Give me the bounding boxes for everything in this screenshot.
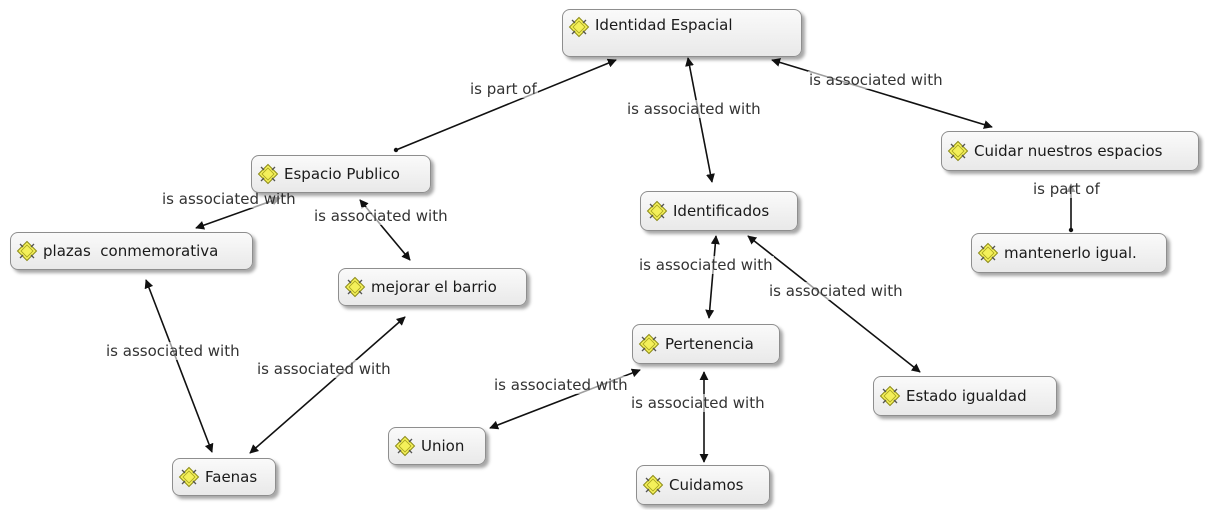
concept-node-cuidamos[interactable]: Cuidamos	[636, 465, 770, 505]
concept-node-pertenencia[interactable]: Pertenencia	[632, 324, 780, 364]
concept-label: mantenerlo igual.	[1004, 244, 1137, 262]
link-label-identidad-espacio: is part of	[469, 80, 538, 98]
concept-label: mejorar el barrio	[371, 278, 497, 296]
concept-node-identificados[interactable]: Identificados	[640, 191, 798, 231]
concept-label: Pertenencia	[665, 335, 754, 353]
concept-label: Union	[421, 437, 465, 455]
link-label-espacio-plazas: is associated with	[161, 190, 297, 208]
concept-label: Identidad Espacial	[595, 16, 733, 34]
concept-node-estado-igualdad[interactable]: Estado igualdad	[873, 376, 1057, 416]
concept-node-icon	[16, 240, 38, 262]
link-label-plazas-faenas: is associated with	[105, 342, 241, 360]
concept-node-icon	[257, 163, 279, 185]
concept-node-espacio-publico[interactable]: Espacio Publico	[251, 155, 431, 193]
link-label-mejorar-faenas: is associated with	[256, 360, 392, 378]
concept-label: Espacio Publico	[284, 165, 400, 183]
concept-label: Cuidamos	[669, 476, 744, 494]
concept-label: Estado igualdad	[906, 387, 1027, 405]
concept-node-icon	[642, 474, 664, 496]
concept-node-faenas[interactable]: Faenas	[172, 458, 276, 496]
link-label-pertenencia-cuidamos: is associated with	[630, 394, 766, 412]
concept-node-icon	[344, 276, 366, 298]
link-mejorar-faenas	[249, 316, 406, 454]
link-origin-dot	[1068, 227, 1074, 233]
concept-node-icon	[394, 435, 416, 457]
link-identidad-identificados	[685, 57, 715, 183]
concept-node-icon	[568, 16, 590, 38]
link-label-pertenencia-union: is associated with	[493, 376, 629, 394]
concept-node-mantenerlo-igual[interactable]: mantenerlo igual.	[971, 233, 1167, 273]
concept-node-plazas-conmemorativa[interactable]: plazas conmemorativa	[10, 232, 253, 270]
link-plazas-faenas	[144, 279, 214, 453]
concept-node-icon	[879, 385, 901, 407]
link-identificados-pertenencia	[705, 235, 720, 319]
link-label-identidad-cuidar: is associated with	[808, 71, 944, 89]
concept-label: Faenas	[205, 468, 258, 486]
concept-node-cuidar-nuestros-espacios[interactable]: Cuidar nuestros espacios	[941, 131, 1199, 171]
concept-label: Identificados	[673, 202, 770, 220]
concept-node-icon	[178, 466, 200, 488]
concept-node-icon	[646, 200, 668, 222]
concept-node-identidad-espacial[interactable]: Identidad Espacial	[562, 9, 802, 57]
concept-label: Cuidar nuestros espacios	[974, 142, 1163, 160]
concept-node-union[interactable]: Union	[388, 427, 486, 465]
link-origin-dot	[393, 147, 399, 153]
concept-node-mejorar-el-barrio[interactable]: mejorar el barrio	[338, 268, 527, 306]
concept-node-icon	[947, 140, 969, 162]
concept-node-icon	[638, 333, 660, 355]
link-identificados-estado	[747, 235, 921, 373]
link-label-identidad-identificados: is associated with	[626, 100, 762, 118]
link-identidad-espacio	[395, 58, 617, 151]
link-label-identificados-estado: is associated with	[768, 282, 904, 300]
concept-node-icon	[977, 242, 999, 264]
link-label-identificados-pertenencia: is associated with	[638, 256, 774, 274]
link-label-espacio-mejorar: is associated with	[313, 207, 449, 225]
link-label-cuidar-mantenerlo: is part of	[1032, 180, 1101, 198]
concept-label: plazas conmemorativa	[43, 242, 219, 260]
